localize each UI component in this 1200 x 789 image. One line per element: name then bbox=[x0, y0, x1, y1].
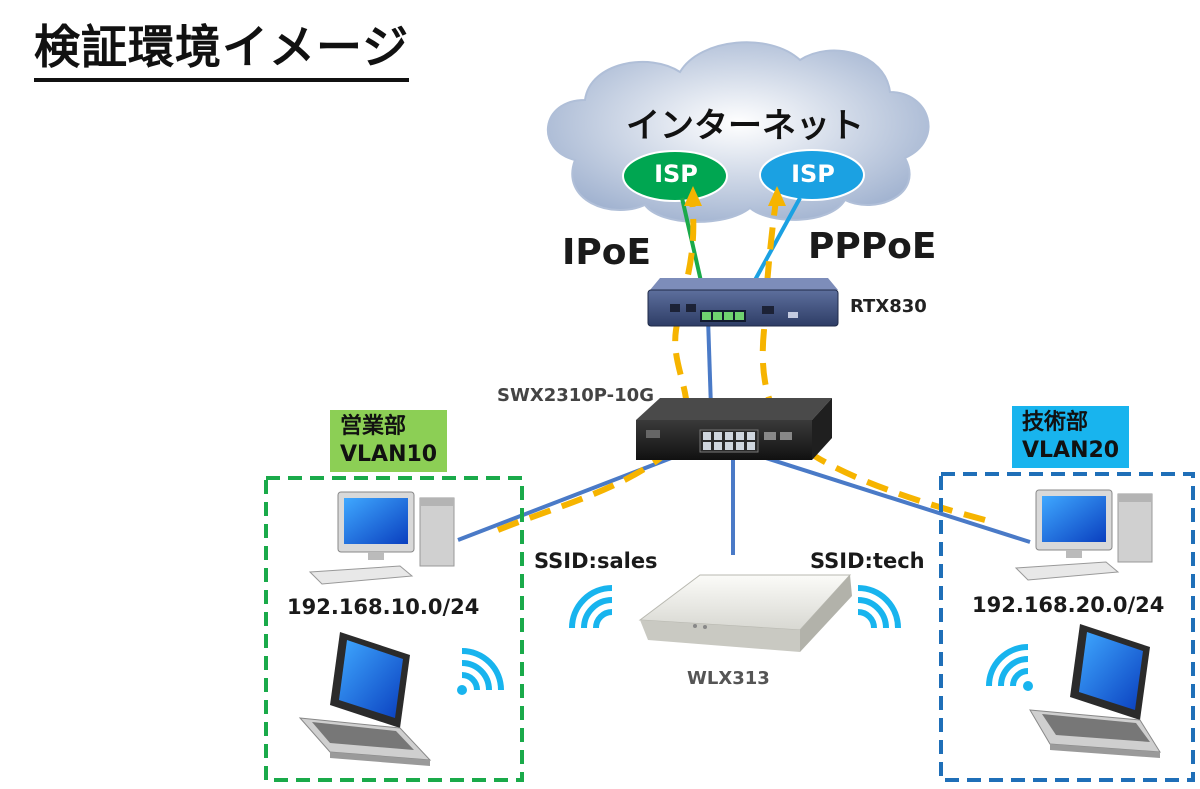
wifi-icon-tech-laptop bbox=[986, 644, 1033, 691]
sales-vlan-label: VLAN10 bbox=[340, 442, 438, 467]
sales-laptop-icon bbox=[298, 632, 432, 766]
ssid-tech-label: SSID:tech bbox=[810, 549, 925, 573]
pppoe-label: PPPoE bbox=[808, 226, 937, 267]
wifi-icon-ap-left bbox=[569, 585, 613, 629]
isp-blue-ellipse bbox=[759, 149, 865, 201]
ipoe-label: IPoE bbox=[562, 232, 652, 273]
tech-laptop-icon bbox=[1029, 624, 1161, 758]
tech-dept-label: 技術部 bbox=[1022, 410, 1089, 435]
switch-device bbox=[636, 398, 832, 460]
sales-dept-label: 営業部 bbox=[340, 414, 407, 439]
ipoe-link bbox=[680, 197, 705, 291]
sales-subnet-label: 192.168.10.0/24 bbox=[287, 595, 480, 619]
sales-vlan-tag: 営業部 VLAN10 bbox=[330, 410, 448, 472]
tech-vlan-tag: 技術部 VLAN20 bbox=[1012, 406, 1130, 468]
isp-green-ellipse bbox=[622, 150, 728, 202]
switch-tech-pc-link bbox=[724, 443, 1031, 544]
internet-label: インターネット bbox=[626, 106, 864, 146]
page-title: 検証環境イメージ bbox=[34, 18, 410, 82]
isp-green-label: ISP bbox=[654, 160, 698, 188]
tech-desktop-pc-icon bbox=[1014, 489, 1153, 581]
router-label: RTX830 bbox=[850, 296, 927, 317]
sales-vlan-box bbox=[264, 476, 524, 782]
ssid-sales-label: SSID:sales bbox=[534, 549, 658, 573]
wifi-icon-ap-right bbox=[857, 585, 901, 629]
isp-blue-label: ISP bbox=[791, 160, 835, 188]
tech-path-arrowhead bbox=[768, 186, 786, 206]
switch-label: SWX2310P-10G bbox=[497, 385, 654, 406]
tech-vlan-label: VLAN20 bbox=[1022, 438, 1120, 463]
ap-label: WLX313 bbox=[687, 668, 770, 689]
pppoe-link bbox=[753, 197, 802, 281]
tech-vlan-box bbox=[939, 472, 1195, 782]
tech-subnet-label: 192.168.20.0/24 bbox=[972, 593, 1165, 617]
sales-path-arrowhead bbox=[684, 186, 702, 206]
wifi-icon-sales-laptop bbox=[457, 648, 504, 695]
access-point-device bbox=[638, 574, 852, 652]
switch-sales-pc-link bbox=[457, 443, 706, 542]
router-device bbox=[647, 278, 839, 327]
sales-desktop-pc-icon bbox=[308, 491, 455, 585]
